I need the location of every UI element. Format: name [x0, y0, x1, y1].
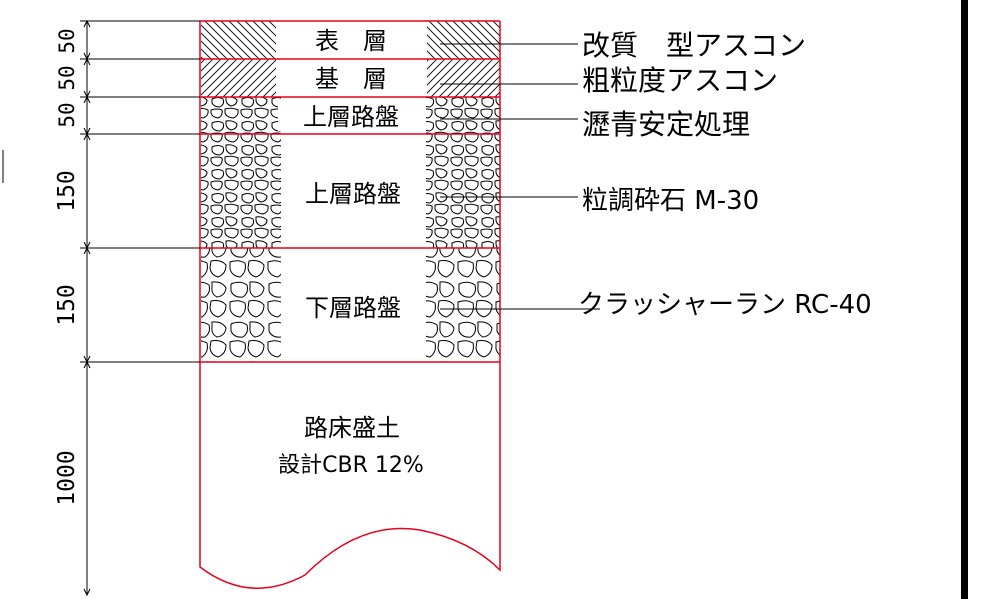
- thickness-subgrade: 1000: [54, 450, 80, 505]
- layer-label-lower: 下層路盤: [305, 294, 401, 322]
- surface-hatch-right: [427, 21, 500, 59]
- lower-stone-right: [426, 248, 500, 362]
- thickness-binder: 50: [55, 65, 79, 90]
- lower-stone-left: [201, 248, 281, 362]
- layer-label-upperA: 上層路盤: [303, 103, 399, 131]
- material-upperA: 瀝青安定処理: [582, 108, 750, 141]
- layer-label-subgrade-cbr: 設計CBR 12%: [278, 453, 424, 478]
- layer-label-surface: 表 層: [315, 27, 387, 55]
- material-lower: クラッシャーラン RC-40: [578, 290, 872, 320]
- thickness-upperB: 150: [54, 170, 80, 212]
- dimension-lines: [80, 19, 200, 597]
- binder-hatch-right: [427, 59, 500, 97]
- binder-hatch-left: [201, 59, 276, 97]
- thickness-surface: 50: [55, 28, 79, 53]
- leader-lines: [440, 43, 600, 310]
- frame-border: [961, 0, 968, 599]
- layer-label-upperB: 上層路盤: [305, 180, 401, 208]
- layer-label-subgrade: 路床盛土: [304, 414, 400, 442]
- thickness-lower: 150: [54, 284, 80, 326]
- upperA-stone-left: [201, 97, 281, 134]
- material-binder: 粗粒度アスコン: [582, 64, 778, 97]
- upperA-stone-right: [426, 97, 500, 134]
- surface-hatch-left: [201, 21, 276, 59]
- upperB-stone-right: [426, 134, 500, 248]
- layer-label-binder: 基 層: [315, 65, 387, 93]
- material-upperB: 粒調砕石 M-30: [582, 186, 759, 216]
- material-surface: 改質 型アスコン: [582, 29, 806, 62]
- layer-outline: [199, 20, 501, 589]
- upperB-stone-left: [201, 134, 281, 248]
- thickness-upperA: 50: [55, 102, 79, 127]
